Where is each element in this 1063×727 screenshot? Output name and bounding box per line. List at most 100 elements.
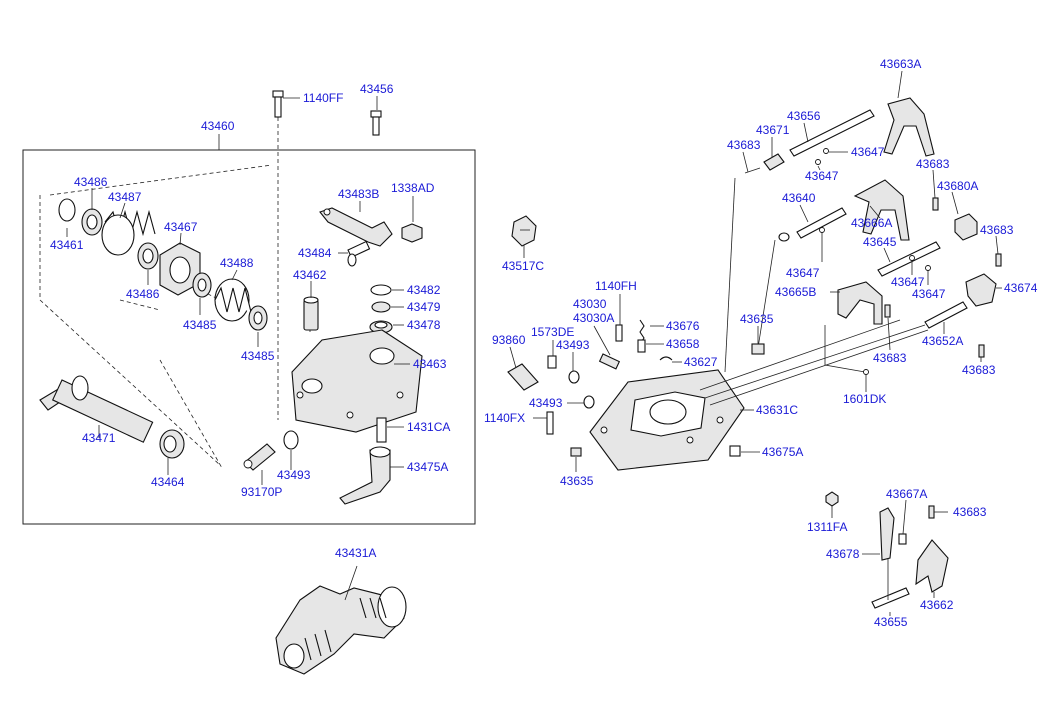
label-1338AD[interactable]: 1338AD [391,181,435,195]
label-43464[interactable]: 43464 [151,475,185,489]
label-43631C[interactable]: 43631C [756,403,798,417]
label-43431A[interactable]: 43431A [335,546,376,560]
label-43647-e[interactable]: 43647 [912,287,946,301]
label-43678[interactable]: 43678 [826,547,860,561]
label-43663A[interactable]: 43663A [880,57,921,71]
spring-43487[interactable] [101,209,156,256]
label-43485-a[interactable]: 43485 [183,318,217,332]
rail-43656[interactable] [789,109,875,157]
label-43478[interactable]: 43478 [407,318,441,332]
bolt-1140FH[interactable] [615,324,623,342]
pin-43683-a[interactable] [744,167,761,174]
bolt-1573DE[interactable] [547,355,557,369]
plug-43635-b[interactable] [751,343,765,355]
sleeve-43517C[interactable] [511,215,537,247]
assembly-43431A[interactable] [275,585,407,675]
label-43482[interactable]: 43482 [407,283,441,297]
label-43461[interactable]: 43461 [50,238,84,252]
label-43471[interactable]: 43471 [82,431,116,445]
clip-43627[interactable] [659,356,673,361]
dowel-1431CA[interactable] [376,417,387,443]
label-43683-e[interactable]: 43683 [962,363,996,377]
label-43479[interactable]: 43479 [407,300,441,314]
ball-43647-a[interactable] [823,148,829,154]
bracket-43680A[interactable] [954,213,978,241]
washer-43485-a[interactable] [192,272,212,298]
label-43680A[interactable]: 43680A [937,179,978,193]
nut-1338AD[interactable] [401,223,423,243]
label-43475A[interactable]: 43475A [407,460,448,474]
gasket-43493-a[interactable] [283,430,299,450]
rail-43652A[interactable] [924,301,968,329]
label-43662[interactable]: 43662 [920,598,954,612]
label-43493-c[interactable]: 43493 [529,396,563,410]
label-1431CA[interactable]: 1431CA [407,420,450,434]
label-1573DE[interactable]: 1573DE [531,325,574,339]
label-1140FX[interactable]: 1140FX [484,411,525,425]
seal-43464[interactable] [159,429,185,459]
label-1601DK[interactable]: 1601DK [843,392,886,406]
label-43656[interactable]: 43656 [787,109,821,123]
label-43683-a[interactable]: 43683 [727,138,761,152]
label-43658[interactable]: 43658 [666,337,700,351]
plunger-43462[interactable] [303,296,319,331]
label-43647-c[interactable]: 43647 [786,266,820,280]
washer-43486-a[interactable] [81,208,103,236]
label-43493-a[interactable]: 43493 [277,468,311,482]
label-43483B[interactable]: 43483B [338,187,379,201]
label-43635-b[interactable]: 43635 [740,312,774,326]
pin-43683-c[interactable] [995,253,1002,267]
shaft-43655[interactable] [871,587,910,609]
label-43645[interactable]: 43645 [863,235,897,249]
bolt-43667A[interactable] [898,533,907,545]
ball-43647-d[interactable] [909,255,915,261]
sleeve-43467[interactable] [159,242,201,296]
lever-43678[interactable] [879,507,895,561]
label-43667A[interactable]: 43667A [886,487,927,501]
shaft-43471[interactable] [39,375,154,443]
label-43675A[interactable]: 43675A [762,445,803,459]
bolt-1140FF[interactable] [272,90,284,118]
detent-43671[interactable] [763,153,785,171]
ring-43493-c[interactable] [583,395,595,409]
pin-43683-d[interactable] [884,304,891,318]
fork-43666A[interactable] [853,179,910,241]
label-43486-b[interactable]: 43486 [126,287,160,301]
label-43487[interactable]: 43487 [108,190,142,204]
label-43030A[interactable]: 43030A [573,311,614,325]
label-43647-d[interactable]: 43647 [891,275,925,289]
label-43488[interactable]: 43488 [220,256,254,270]
label-43460[interactable]: 43460 [201,119,235,133]
label-43462[interactable]: 43462 [293,268,327,282]
fork-43662[interactable] [915,539,949,593]
label-43647-a[interactable]: 43647 [851,145,885,159]
label-43647-b[interactable]: 43647 [805,169,839,183]
fork-43663A[interactable] [883,97,935,157]
label-43683-f[interactable]: 43683 [953,505,987,519]
ball-43647-e[interactable] [925,265,931,271]
label-93860[interactable]: 93860 [492,333,526,347]
label-1140FH[interactable]: 1140FH [595,279,637,293]
bolt-1140FX[interactable] [546,411,554,435]
cap-1311FA[interactable] [825,491,839,507]
block-43674[interactable] [965,273,997,307]
fork-43665B[interactable] [837,281,883,325]
ball-43647-c[interactable] [819,227,825,233]
switch-93170P[interactable] [243,443,276,471]
label-43467[interactable]: 43467 [164,220,198,234]
snap-ring-43461[interactable] [58,198,76,222]
bolt-43675A[interactable] [729,445,741,457]
label-43486-a[interactable]: 43486 [74,175,108,189]
label-1311FA[interactable]: 1311FA [807,520,847,534]
washer-43486-b[interactable] [137,242,159,270]
cover-43631C[interactable] [589,369,745,471]
label-43627[interactable]: 43627 [684,355,718,369]
label-43493-b[interactable]: 43493 [556,338,590,352]
housing-43463[interactable] [291,329,423,433]
plate-43030A[interactable] [598,353,621,370]
ball-1601DK[interactable] [863,369,869,375]
label-43652A[interactable]: 43652A [922,334,963,348]
label-1140FF[interactable]: 1140FF [303,91,343,105]
label-43676[interactable]: 43676 [666,319,700,333]
lever-43475A[interactable] [339,446,391,505]
